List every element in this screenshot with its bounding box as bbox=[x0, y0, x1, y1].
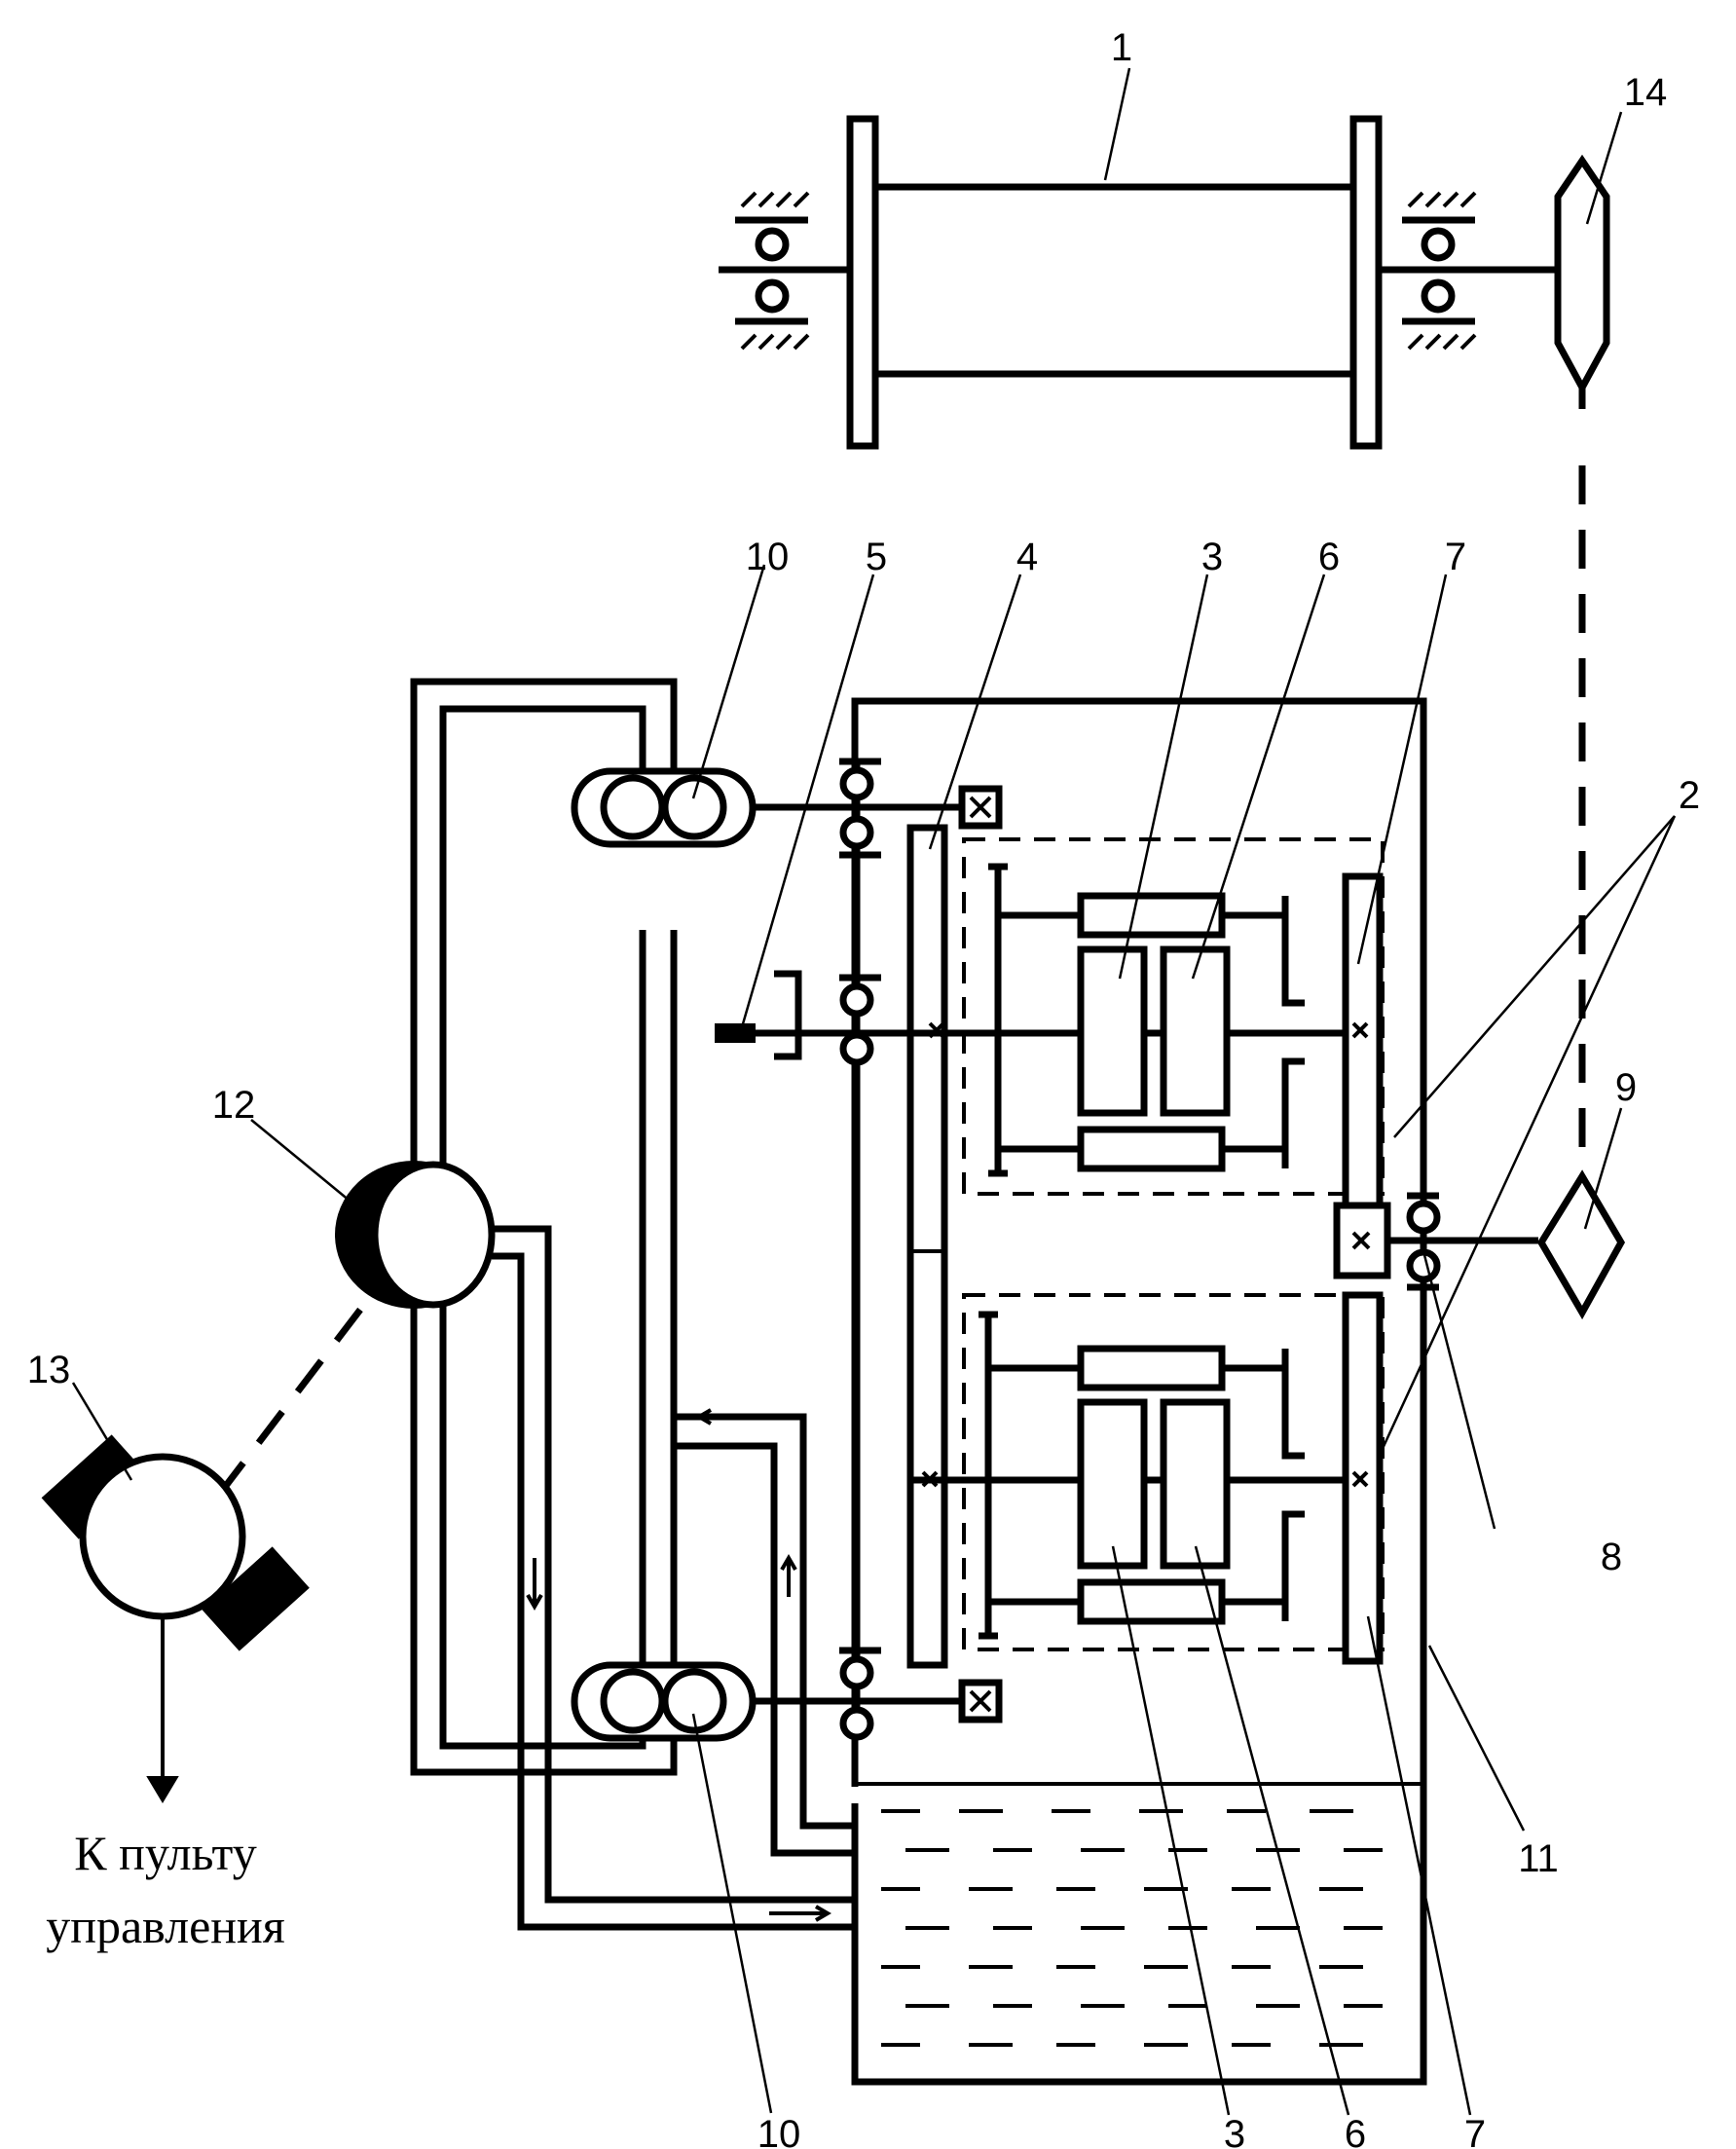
flow-arrow-1 bbox=[699, 1410, 740, 1424]
label-14: 14 bbox=[1624, 71, 1668, 114]
controller-13 bbox=[43, 1436, 308, 1801]
sprocket-14 bbox=[1558, 161, 1607, 388]
label-8: 8 bbox=[1601, 1536, 1622, 1578]
label-13: 13 bbox=[27, 1349, 71, 1391]
label-6-top: 6 bbox=[1318, 536, 1340, 578]
caption-line-2: управления bbox=[46, 1899, 285, 1953]
drum-flange-left bbox=[850, 119, 875, 446]
planetary-module-top bbox=[910, 839, 1383, 1246]
label-3-bottom: 3 bbox=[1224, 2113, 1245, 2149]
planet-gear-3-top bbox=[1081, 949, 1144, 1113]
label-6-bottom: 6 bbox=[1345, 2113, 1366, 2149]
pump-bottom bbox=[574, 1665, 959, 1738]
valve-link-dashed bbox=[219, 1310, 360, 1495]
flow-arrow-3 bbox=[528, 1558, 541, 1607]
label-4: 4 bbox=[1016, 536, 1038, 578]
pump-feed-line-b bbox=[674, 1446, 855, 1853]
label-11: 11 bbox=[1518, 1837, 1559, 1880]
planet-gear-3-bottom bbox=[1081, 1402, 1144, 1566]
pump-feed-line-a bbox=[674, 1417, 855, 1826]
drum-assembly bbox=[719, 119, 1607, 446]
sprocket-9 bbox=[1541, 1176, 1621, 1313]
label-10-bottom: 10 bbox=[757, 2113, 801, 2149]
label-2: 2 bbox=[1679, 774, 1700, 817]
label-9: 9 bbox=[1615, 1066, 1637, 1109]
label-7-bottom: 7 bbox=[1464, 2113, 1486, 2149]
gear-7-top bbox=[1346, 876, 1380, 1246]
flow-arrow-2 bbox=[782, 1558, 795, 1597]
caption-line-1: К пульту bbox=[74, 1826, 256, 1880]
label-3-top: 3 bbox=[1201, 536, 1223, 578]
label-10-top: 10 bbox=[746, 536, 790, 578]
oil-reservoir bbox=[881, 1811, 1383, 2045]
valve-12 bbox=[336, 1162, 492, 1308]
pump-top bbox=[574, 771, 959, 844]
vertical-shaft bbox=[839, 760, 881, 1737]
output-shaft-8 bbox=[1337, 1196, 1538, 1287]
label-1: 1 bbox=[1111, 26, 1132, 69]
flow-arrow-4 bbox=[769, 1907, 828, 1920]
planetary-module-bottom bbox=[910, 1295, 1383, 1661]
label-5: 5 bbox=[866, 536, 887, 578]
label-7-top: 7 bbox=[1445, 536, 1466, 578]
gear-4 bbox=[910, 828, 944, 1665]
drum-flange-right bbox=[1353, 119, 1379, 446]
label-12: 12 bbox=[212, 1084, 256, 1127]
planet-gear-6-bottom bbox=[1163, 1402, 1227, 1566]
